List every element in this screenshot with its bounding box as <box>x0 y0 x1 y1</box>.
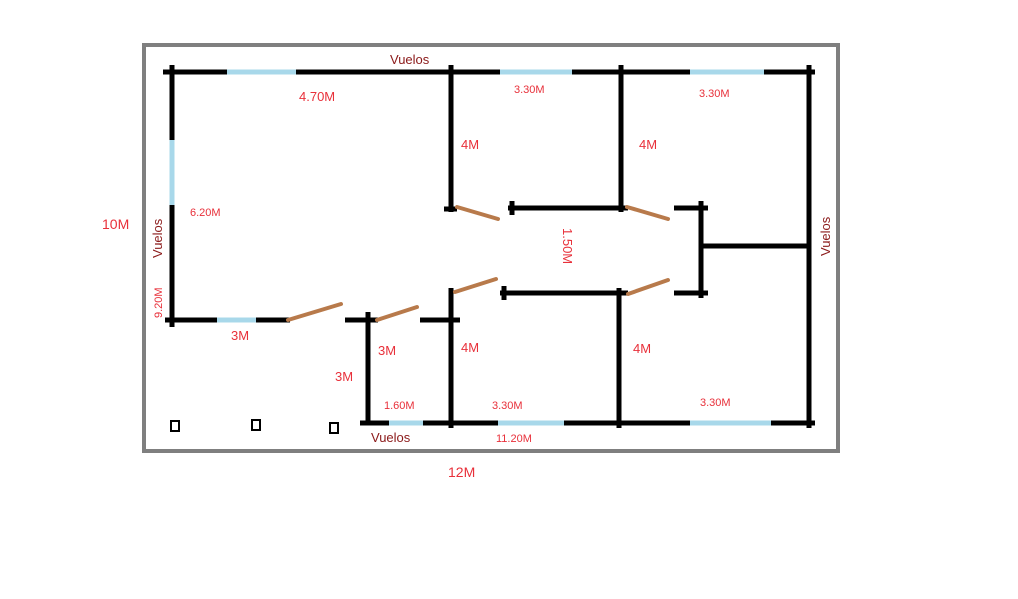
posts <box>170 419 339 434</box>
label-top-right-width: 3.30M <box>699 88 730 100</box>
label-bottom-left-width: 3M <box>231 328 249 343</box>
label-bottom-right-depth: 4M <box>633 341 651 356</box>
post-3 <box>329 422 339 434</box>
label-entry-width: 3M <box>378 343 396 358</box>
label-top-left-width: 4.70M <box>299 89 335 104</box>
label-entry-depth: 3M <box>335 369 353 384</box>
door-room-top-mid <box>455 205 500 221</box>
label-top-mid-width: 3.30M <box>514 84 545 96</box>
label-entry-window: 1.60M <box>384 400 415 412</box>
post-1 <box>170 420 180 432</box>
label-bottom-mid-width: 3.30M <box>492 400 523 412</box>
label-eaves-right: Vuelos <box>818 216 833 256</box>
label-eaves-top: Vuelos <box>390 52 430 67</box>
post-2 <box>251 419 261 431</box>
door-living <box>286 302 343 322</box>
label-hallway-width: 1.50M <box>560 228 575 264</box>
label-overall-height: 10M <box>102 216 129 232</box>
door-room-top-right <box>625 205 670 221</box>
door-entry <box>375 305 419 322</box>
label-bottom-right-width: 3.30M <box>700 397 731 409</box>
door-room-bottom-mid <box>453 277 498 294</box>
label-left-room-depth: 6.20M <box>190 207 221 219</box>
label-top-right-depth: 4M <box>639 137 657 152</box>
label-eaves-bottom: Vuelos <box>371 430 411 445</box>
label-left-wall-length: 9.20M <box>153 287 165 318</box>
label-bottom-mid-depth: 4M <box>461 340 479 355</box>
label-top-mid-depth: 4M <box>461 137 479 152</box>
label-overall-width: 12M <box>448 464 475 480</box>
label-bottom-wall-length: 11.20M <box>496 433 532 445</box>
label-eaves-left: Vuelos <box>150 218 165 258</box>
doors <box>286 205 670 322</box>
door-room-bottom-right <box>626 278 670 296</box>
walls <box>163 65 815 428</box>
windows <box>169 69 771 426</box>
eaves-outline <box>142 43 840 453</box>
